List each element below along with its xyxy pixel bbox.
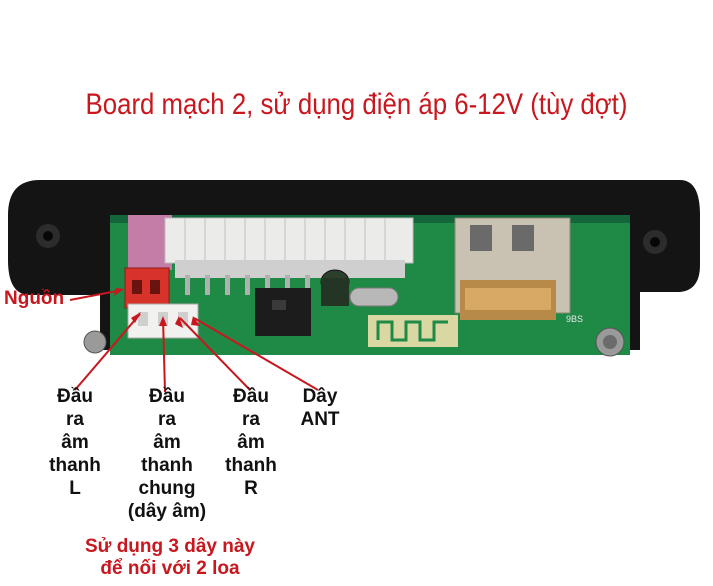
decoder-chip <box>255 288 311 336</box>
speaker-note: Sử dụng 3 dây này để nối với 2 loa <box>84 536 256 579</box>
page-title: Board mạch 2, sử dụng điện áp 6-12V (tùy… <box>85 88 628 121</box>
label-output-common: Đầu ra âm thanh chung (dây âm) <box>127 386 207 522</box>
mp3-board-photo: 9BS <box>8 180 700 357</box>
label-output-left: Đầu ra âm thanh L <box>49 386 101 499</box>
bluetooth-antenna <box>368 315 458 347</box>
board-silkscreen: 9BS <box>566 314 583 324</box>
label-output-right: Đầu ra âm thanh R <box>225 386 277 499</box>
crystal <box>349 287 399 307</box>
screw-left <box>83 330 107 354</box>
power-label: Nguồn <box>4 288 65 309</box>
label-antenna: Dây ANT <box>300 386 340 430</box>
